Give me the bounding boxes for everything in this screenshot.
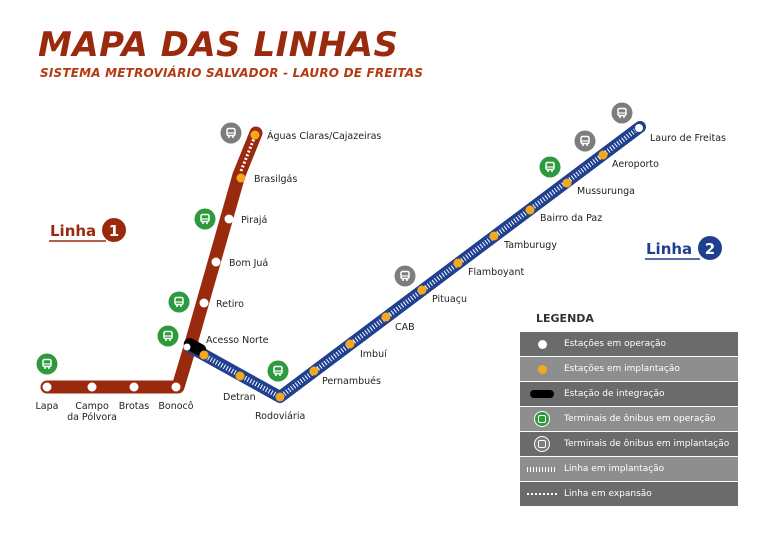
label-bairro-da-paz: Bairro da Paz bbox=[540, 213, 602, 224]
label-rodoviaria: Rodoviária bbox=[255, 411, 305, 422]
legend-label: Linha em implantação bbox=[564, 464, 665, 474]
label-retiro: Retiro bbox=[216, 299, 244, 310]
bus-terminal-gray-icon[interactable] bbox=[574, 130, 596, 152]
bus-terminal-gray-icon[interactable] bbox=[611, 102, 633, 124]
line-1-track bbox=[40, 126, 263, 394]
station-bonoco[interactable] bbox=[171, 382, 181, 392]
legend-row-bus-operating: Terminais de ônibus em operação bbox=[520, 407, 738, 431]
label-brotas: Brotas bbox=[119, 401, 150, 412]
station-acesso-norte-l2[interactable] bbox=[199, 350, 209, 360]
bus-terminal-gray-icon[interactable] bbox=[220, 122, 242, 144]
station-flamboyant[interactable] bbox=[453, 258, 463, 268]
legend-label: Terminais de ônibus em implantação bbox=[564, 439, 730, 449]
legend-row-line-impl: Linha em implantação bbox=[520, 457, 738, 481]
bus-terminal-green-icon[interactable] bbox=[36, 353, 58, 375]
station-aeroporto[interactable] bbox=[598, 150, 608, 160]
label-bom-jua: Bom Juá bbox=[229, 258, 268, 269]
label-piraja: Pirajá bbox=[241, 215, 267, 226]
station-tamburugy[interactable] bbox=[489, 231, 499, 241]
station-lapa[interactable] bbox=[42, 382, 52, 392]
label-aguas-claras: Águas Claras/Cajazeiras bbox=[267, 130, 381, 142]
station-aguas-claras[interactable] bbox=[250, 130, 260, 140]
label-da-polvora: da Pólvora bbox=[67, 412, 117, 423]
station-bairro-da-paz[interactable] bbox=[525, 205, 535, 215]
dashed-line-icon bbox=[527, 493, 557, 495]
legend-rows: Estações em operação Estações em implant… bbox=[520, 332, 738, 506]
label-tamburugy: Tamburugy bbox=[503, 240, 557, 251]
map-title: MAPA DAS LINHAS bbox=[38, 25, 399, 65]
station-cab[interactable] bbox=[381, 312, 391, 322]
label-bonoco: Bonocô bbox=[158, 401, 193, 412]
map-subtitle: SISTEMA METROVIÁRIO SALVADOR - LAURO DE … bbox=[40, 66, 424, 80]
station-brasilgas[interactable] bbox=[236, 173, 246, 183]
label-flamboyant: Flamboyant bbox=[468, 267, 524, 278]
line-2-label: Linha bbox=[646, 240, 692, 258]
station-brotas[interactable] bbox=[129, 382, 139, 392]
bus-terminal-green-icon[interactable] bbox=[168, 291, 190, 313]
label-imbui: Imbuí bbox=[360, 349, 387, 360]
legend-label: Estações em operação bbox=[564, 339, 667, 349]
bus-terminal-gray-icon[interactable] bbox=[394, 265, 416, 287]
label-brasilgas: Brasilgás bbox=[254, 174, 297, 185]
station-detran[interactable] bbox=[235, 371, 245, 381]
line-2-stations bbox=[199, 123, 644, 402]
line-1-label: Linha bbox=[50, 222, 96, 240]
station-rodoviaria[interactable] bbox=[275, 392, 285, 402]
station-piraja[interactable] bbox=[224, 214, 234, 224]
line-1-number: 1 bbox=[109, 222, 119, 240]
label-cab: CAB bbox=[395, 322, 415, 333]
line-1-stations bbox=[42, 130, 260, 392]
bus-terminal-green-icon[interactable] bbox=[539, 156, 561, 178]
bus-terminal-green-icon[interactable] bbox=[194, 208, 216, 230]
station-pituacu[interactable] bbox=[417, 285, 427, 295]
legend-row-integration: Estação de integração bbox=[520, 382, 738, 406]
station-imbui[interactable] bbox=[345, 339, 355, 349]
label-lapa: Lapa bbox=[36, 401, 59, 412]
legend-row-line-expansion: Linha em expansão bbox=[520, 482, 738, 506]
white-dot-icon bbox=[537, 339, 547, 349]
gray-bus-icon bbox=[534, 436, 550, 452]
label-aeroporto: Aeroporto bbox=[612, 159, 659, 170]
line-1-badge: Linha 1 bbox=[49, 218, 126, 242]
label-lauro-de-freitas: Lauro de Freitas bbox=[650, 133, 726, 144]
station-retiro[interactable] bbox=[199, 298, 209, 308]
orange-dot-icon bbox=[537, 364, 547, 374]
legend-title: LEGENDA bbox=[536, 312, 594, 325]
station-labels: Lapa Campo da Pólvora Brotas Bonocô Aces… bbox=[36, 130, 727, 423]
line-2-number: 2 bbox=[705, 240, 715, 258]
legend-label: Estações em implantação bbox=[564, 364, 680, 374]
bus-terminal-green-icon[interactable] bbox=[157, 325, 179, 347]
label-detran: Detran bbox=[223, 392, 256, 403]
label-campo: Campo bbox=[75, 401, 109, 412]
label-pernambues: Pernambués bbox=[322, 376, 381, 387]
bus-terminals bbox=[36, 102, 633, 382]
black-pill-icon bbox=[530, 390, 554, 398]
integration-station-acesso-norte[interactable] bbox=[182, 336, 209, 358]
legend-row-bus-impl: Terminais de ônibus em implantação bbox=[520, 432, 738, 456]
legend-label: Linha em expansão bbox=[564, 489, 652, 499]
green-bus-icon bbox=[534, 411, 550, 427]
station-acesso-norte-l1[interactable] bbox=[183, 343, 191, 351]
legend-label: Terminais de ônibus em operação bbox=[564, 414, 716, 424]
station-bom-jua[interactable] bbox=[211, 257, 221, 267]
legend-row-operating-station: Estações em operação bbox=[520, 332, 738, 356]
hatched-line-icon bbox=[527, 466, 557, 472]
station-mussurunga[interactable] bbox=[562, 178, 572, 188]
label-acesso-norte: Acesso Norte bbox=[206, 335, 269, 346]
legend-label: Estação de integração bbox=[564, 389, 665, 399]
label-pituacu: Pituaçu bbox=[432, 294, 467, 305]
legend-row-impl-station: Estações em implantação bbox=[520, 357, 738, 381]
legend: LEGENDA Estações em operação Estações em… bbox=[520, 312, 738, 506]
station-lauro-de-freitas[interactable] bbox=[634, 123, 644, 133]
label-mussurunga: Mussurunga bbox=[577, 186, 635, 197]
station-campo-da-polvora[interactable] bbox=[87, 382, 97, 392]
bus-terminal-green-icon[interactable] bbox=[267, 360, 289, 382]
line-2-badge: Linha 2 bbox=[645, 236, 722, 260]
station-pernambues[interactable] bbox=[309, 366, 319, 376]
